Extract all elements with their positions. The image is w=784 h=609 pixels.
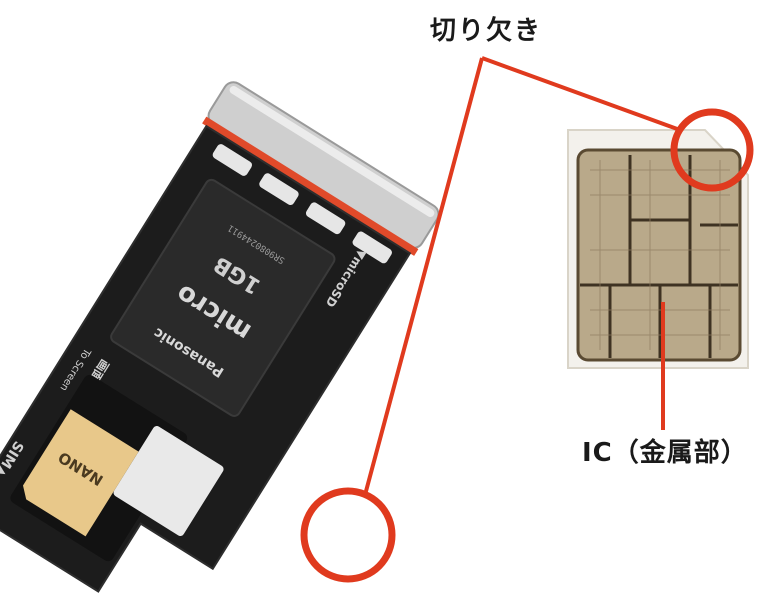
sim-tray: 1GB SR9080244911 micro Panasonic ▼microS… — [0, 81, 440, 593]
ic-contact-lines — [580, 155, 738, 358]
annotation-overlay — [300, 56, 754, 583]
tray-slot — [212, 144, 253, 176]
sim-chip-closeup — [567, 129, 749, 369]
ic-label: IC（金属部） — [582, 438, 748, 468]
nano-sim-card — [23, 409, 139, 537]
notch-leader-line-right — [481, 56, 681, 132]
tray-slot — [352, 231, 392, 264]
notch-label: 切り欠き — [430, 16, 543, 46]
tray-slot — [305, 202, 346, 235]
microsd-card: 1GB SR9080244911 micro Panasonic — [110, 178, 336, 417]
notch-highlight-circle-tray — [300, 487, 396, 583]
ic-chip-texture — [590, 160, 730, 350]
nano-sim-card-white — [113, 425, 224, 536]
tray-gasket — [202, 116, 419, 256]
notch-leader-line-left — [363, 57, 484, 496]
ic-chip-contacts — [576, 148, 742, 362]
notch-highlight-circle-chip — [670, 108, 754, 192]
tray-metal-highlight — [229, 86, 435, 217]
tray-slot — [259, 173, 299, 206]
